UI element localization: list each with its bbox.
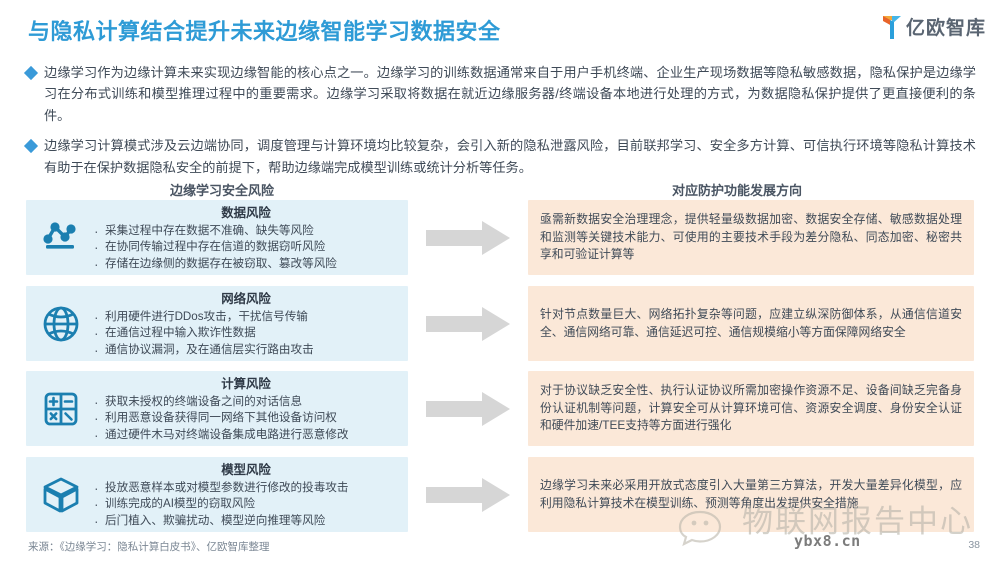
matrix-row: 计算风险 获取未授权的终端设备之间的对话信息 利用恶意设备获得同一网络下其他设备…	[26, 371, 974, 446]
defense-text: 边缘学习未来必采用开放式态度引入大量第三方算法，开发大量差异化模型，应利用隐私计…	[540, 477, 962, 510]
risk-body: 网络风险 利用硬件进行DDos攻击，干扰信号传输 在通信过程中输入欺诈性数据 通…	[90, 289, 400, 361]
logo-mark-icon	[881, 14, 903, 40]
diamond-bullet-icon	[23, 139, 39, 154]
risk-list-item: 后门植入、欺骗扰动、模型逆向推理等风险	[92, 512, 400, 532]
risk-title: 数据风险	[221, 205, 271, 220]
page-title: 与隐私计算结合提升未来边缘智能学习数据安全	[28, 19, 501, 44]
matrix-row: 模型风险 投放恶意样本或对模型参数进行修改的投毒攻击 训练完成的AI模型的窃取风…	[26, 457, 974, 532]
risk-body: 计算风险 获取未授权的终端设备之间的对话信息 利用恶意设备获得同一网络下其他设备…	[90, 374, 400, 446]
cube-box-icon	[32, 466, 90, 524]
arrow-right-icon	[408, 200, 528, 275]
risk-list: 获取未授权的终端设备之间的对话信息 利用恶意设备获得同一网络下其他设备访问权 通…	[92, 393, 400, 446]
risk-card: 网络风险 利用硬件进行DDos攻击，干扰信号传输 在通信过程中输入欺诈性数据 通…	[26, 286, 408, 361]
risk-list-item: 存储在边缘侧的数据存在被窃取、篡改等风险	[92, 255, 400, 275]
arrow-right-icon	[408, 371, 528, 446]
risk-list-item: 训练完成的AI模型的窃取风险	[92, 495, 400, 515]
slide-header: 与隐私计算结合提升未来边缘智能学习数据安全 亿欧智库	[0, 0, 1000, 56]
risk-list-item: 通信协议漏洞，及在通信层实行路由攻击	[92, 341, 400, 361]
risk-body: 模型风险 投放恶意样本或对模型参数进行修改的投毒攻击 训练完成的AI模型的窃取风…	[90, 460, 400, 532]
risk-title: 模型风险	[221, 462, 271, 477]
bullet-item: 边缘学习作为边缘计算未来实现边缘智能的核心点之一。边缘学习的训练数据通常来自于用…	[23, 62, 976, 126]
source-note: 来源：《边缘学习：隐私计算白皮书》、亿欧智库整理	[28, 541, 270, 553]
risk-list: 利用硬件进行DDos攻击，干扰信号传输 在通信过程中输入欺诈性数据 通信协议漏洞…	[92, 308, 400, 361]
bullet-text: 边缘学习作为边缘计算未来实现边缘智能的核心点之一。边缘学习的训练数据通常来自于用…	[44, 65, 976, 123]
bullet-item: 边缘学习计算模式涉及云边端协同，调度管理与计算环境均比较复杂，会引入新的隐私泄露…	[23, 135, 976, 178]
risk-title: 计算风险	[221, 376, 271, 391]
defense-card: 对于协议缺乏安全性、执行认证协议所需加密操作资源不足、设备间缺乏完备身份认证机制…	[528, 371, 974, 446]
matrix-row: 数据风险 采集过程中存在数据不准确、缺失等风险 在协同传输过程中存在信道的数据窃…	[26, 200, 974, 275]
risk-card: 模型风险 投放恶意样本或对模型参数进行修改的投毒攻击 训练完成的AI模型的窃取风…	[26, 457, 408, 532]
risk-list-item: 获取未授权的终端设备之间的对话信息	[92, 393, 400, 413]
watermark-url: ybx8.cn	[794, 532, 861, 550]
risk-list-item: 利用恶意设备获得同一网络下其他设备访问权	[92, 409, 400, 429]
arrow-right-icon	[408, 286, 528, 361]
defense-text: 亟需新数据安全治理理念，提供轻量级数据加密、数据安全存储、敏感数据处理和监测等关…	[540, 211, 962, 262]
risk-body: 数据风险 采集过程中存在数据不准确、缺失等风险 在协同传输过程中存在信道的数据窃…	[90, 203, 400, 275]
risk-list-item: 在通信过程中输入欺诈性数据	[92, 324, 400, 344]
defense-text: 对于协议缺乏安全性、执行认证协议所需加密操作资源不足、设备间缺乏完备身份认证机制…	[540, 382, 962, 433]
diamond-bullet-icon	[23, 65, 39, 81]
risk-card: 计算风险 获取未授权的终端设备之间的对话信息 利用恶意设备获得同一网络下其他设备…	[26, 371, 408, 446]
risk-title: 网络风险	[221, 291, 271, 306]
risk-list-item: 通过硬件木马对终端设备集成电路进行恶意修改	[92, 426, 400, 446]
defense-card: 针对节点数量巨大、网络拓扑复杂等问题，应建立纵深防御体系，从通信信道安全、通信网…	[528, 286, 974, 361]
logo-text: 亿欧智库	[905, 18, 986, 39]
defense-card: 亟需新数据安全治理理念，提供轻量级数据加密、数据安全存储、敏感数据处理和监测等关…	[528, 200, 974, 275]
line-chart-icon	[32, 209, 90, 267]
brand-logo: 亿欧智库	[881, 13, 986, 40]
column-header-right: 对应防护功能发展方向	[672, 183, 803, 198]
matrix-row: 网络风险 利用硬件进行DDos攻击，干扰信号传输 在通信过程中输入欺诈性数据 通…	[26, 286, 974, 361]
page-number: 38	[968, 539, 980, 551]
defense-card: 边缘学习未来必采用开放式态度引入大量第三方算法，开发大量差异化模型，应利用隐私计…	[528, 457, 974, 532]
risk-list-item: 利用硬件进行DDos攻击，干扰信号传输	[92, 308, 400, 328]
calculator-icon	[32, 380, 90, 438]
risk-list-item: 采集过程中存在数据不准确、缺失等风险	[92, 222, 400, 242]
risk-list-item: 在协同传输过程中存在信道的数据窃听风险	[92, 238, 400, 258]
intro-bullets: 边缘学习作为边缘计算未来实现边缘智能的核心点之一。边缘学习的训练数据通常来自于用…	[23, 62, 976, 187]
defense-text: 针对节点数量巨大、网络拓扑复杂等问题，应建立纵深防御体系，从通信信道安全、通信网…	[540, 306, 962, 339]
risk-card: 数据风险 采集过程中存在数据不准确、缺失等风险 在协同传输过程中存在信道的数据窃…	[26, 200, 408, 275]
arrow-right-icon	[408, 457, 528, 532]
risk-list-item: 投放恶意样本或对模型参数进行修改的投毒攻击	[92, 479, 400, 499]
risk-list: 采集过程中存在数据不准确、缺失等风险 在协同传输过程中存在信道的数据窃听风险 存…	[92, 222, 400, 275]
globe-icon	[32, 295, 90, 353]
bullet-text: 边缘学习计算模式涉及云边端协同，调度管理与计算环境均比较复杂，会引入新的隐私泄露…	[44, 138, 976, 175]
risk-list: 投放恶意样本或对模型参数进行修改的投毒攻击 训练完成的AI模型的窃取风险 后门植…	[92, 479, 400, 532]
column-header-left: 边缘学习安全风险	[170, 183, 275, 198]
